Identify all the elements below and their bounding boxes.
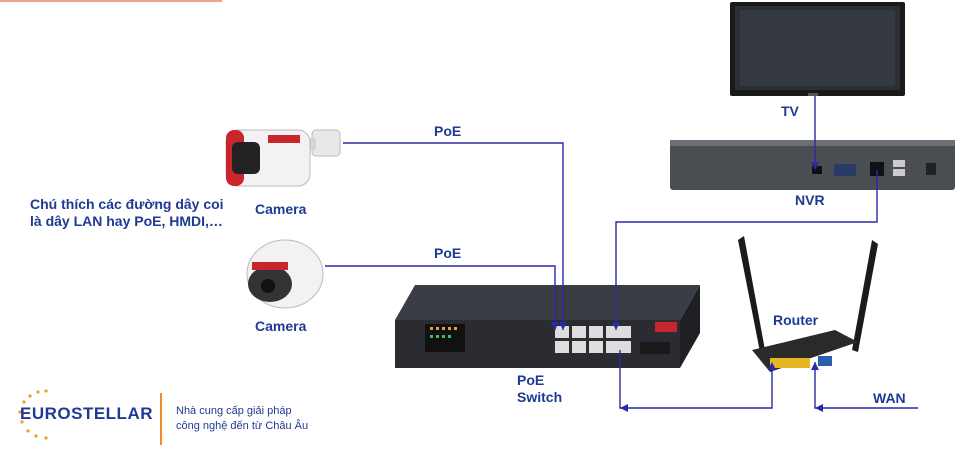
tv-device xyxy=(730,2,905,96)
lan-line-switch-router xyxy=(619,350,773,409)
poe1-label: PoE xyxy=(434,123,462,139)
wiring-note: Chú thích các đường dây coi là dây LAN h… xyxy=(30,196,224,229)
router-device xyxy=(738,236,878,372)
switch-label-line2: Switch xyxy=(517,389,563,405)
dome-camera xyxy=(246,239,324,309)
lan-line-nvr-switch xyxy=(615,170,878,330)
poe-switch-device xyxy=(395,285,700,368)
poe-line-camera1 xyxy=(343,142,564,330)
wan-label: WAN xyxy=(873,390,906,406)
top-accent-bar xyxy=(0,0,222,2)
tv-label: TV xyxy=(781,103,799,119)
bullet-camera xyxy=(225,129,341,187)
brand-divider xyxy=(160,393,162,445)
camera1-label: Camera xyxy=(255,201,307,217)
brand-tagline-line2: công nghệ đến từ Châu Âu xyxy=(176,420,309,432)
brand-logo: EUROSTELLAR xyxy=(20,404,153,423)
brand-tagline: Nhà cung cấp giải pháp công nghệ đến từ … xyxy=(176,404,308,434)
brand-tagline-line1: Nhà cung cấp giải pháp xyxy=(176,405,292,417)
camera2-label: Camera xyxy=(255,318,307,334)
logo-stars xyxy=(18,389,48,440)
poe2-label: PoE xyxy=(434,245,462,261)
switch-label-line1: PoE xyxy=(517,372,545,388)
nvr-label: NVR xyxy=(795,192,825,208)
poe-line-camera2 xyxy=(325,265,556,330)
router-label: Router xyxy=(773,312,819,328)
